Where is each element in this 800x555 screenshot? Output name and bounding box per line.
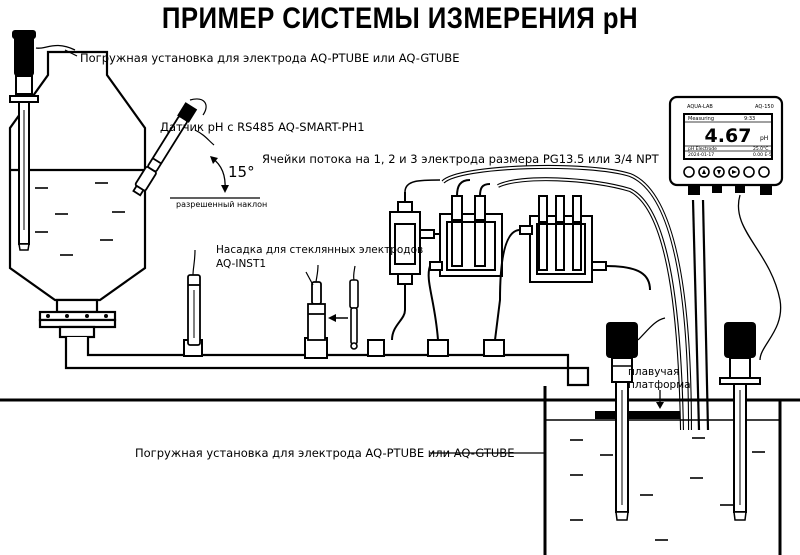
controller-unit bbox=[668, 95, 784, 195]
tank-liquid bbox=[35, 182, 125, 256]
tank-flange-bolts bbox=[46, 314, 108, 318]
floating-platform bbox=[595, 411, 680, 419]
flow-cell-1 bbox=[389, 192, 435, 285]
label-inst-model: AQ-INST1 bbox=[216, 258, 267, 270]
lcd-mode: Measuring bbox=[688, 116, 714, 122]
lcd-temperature: 25.0°C bbox=[753, 146, 768, 152]
main-pipeline bbox=[64, 337, 590, 387]
label-sensor: Датчик pH с RS485 AQ-SMART-PH1 bbox=[160, 120, 365, 134]
label-flow-cells: Ячейки потока на 1, 2 и 3 электрода разм… bbox=[262, 152, 659, 166]
lcd-time: 9:33 bbox=[744, 116, 755, 122]
pit-immersion-left bbox=[606, 322, 638, 521]
controller-cable bbox=[737, 194, 782, 361]
sensor-cable bbox=[189, 98, 207, 116]
lcd-status: 0.00 E-5 bbox=[753, 152, 772, 158]
label-tank-immersion: Погружная установка для электрода AQ-PTU… bbox=[80, 51, 460, 65]
label-angle: 15° bbox=[228, 163, 255, 181]
smart-sensor bbox=[132, 102, 198, 197]
tank-immersion-assembly bbox=[9, 30, 39, 251]
flow-cell-3 bbox=[519, 195, 607, 283]
lcd-date: 2024-01-17 bbox=[688, 152, 714, 158]
label-allowed-tilt: разрешенный наклон bbox=[176, 200, 268, 209]
label-floating-2: платформа bbox=[628, 379, 691, 391]
pit-immersion-right bbox=[719, 322, 761, 521]
glass-electrode bbox=[349, 265, 359, 350]
insert-arrow bbox=[328, 314, 348, 322]
label-inst-adapter: Насадка для стеклянных электродов bbox=[216, 244, 424, 256]
lcd-unit: pH bbox=[760, 135, 768, 142]
inst-pointer bbox=[305, 271, 314, 286]
sump-pit bbox=[543, 386, 782, 555]
flow-cell-2 bbox=[429, 195, 503, 277]
page-title: ПРИМЕР СИСТЕМЫ ИЗМЕРЕНИЯ pH bbox=[161, 2, 639, 35]
inst1-adapter bbox=[307, 264, 326, 341]
controller-brand: AQUA-LAB bbox=[687, 104, 713, 110]
label-pool-immersion: Погружная установка для электрода AQ-PTU… bbox=[135, 446, 515, 460]
flow-cell-tubing bbox=[391, 179, 651, 341]
label-floating-1: плавучая bbox=[628, 366, 680, 378]
signal-cables-inner bbox=[442, 166, 691, 431]
lcd-channel: pH Electrode bbox=[688, 146, 717, 152]
pipe-electrode-left bbox=[187, 249, 201, 346]
pit-liquid bbox=[570, 437, 765, 541]
tank-cable bbox=[35, 44, 76, 51]
controller-model: AQ-150 bbox=[755, 104, 774, 110]
cable-lines-right bbox=[691, 199, 710, 431]
lcd-value: 4.67 bbox=[705, 125, 752, 147]
